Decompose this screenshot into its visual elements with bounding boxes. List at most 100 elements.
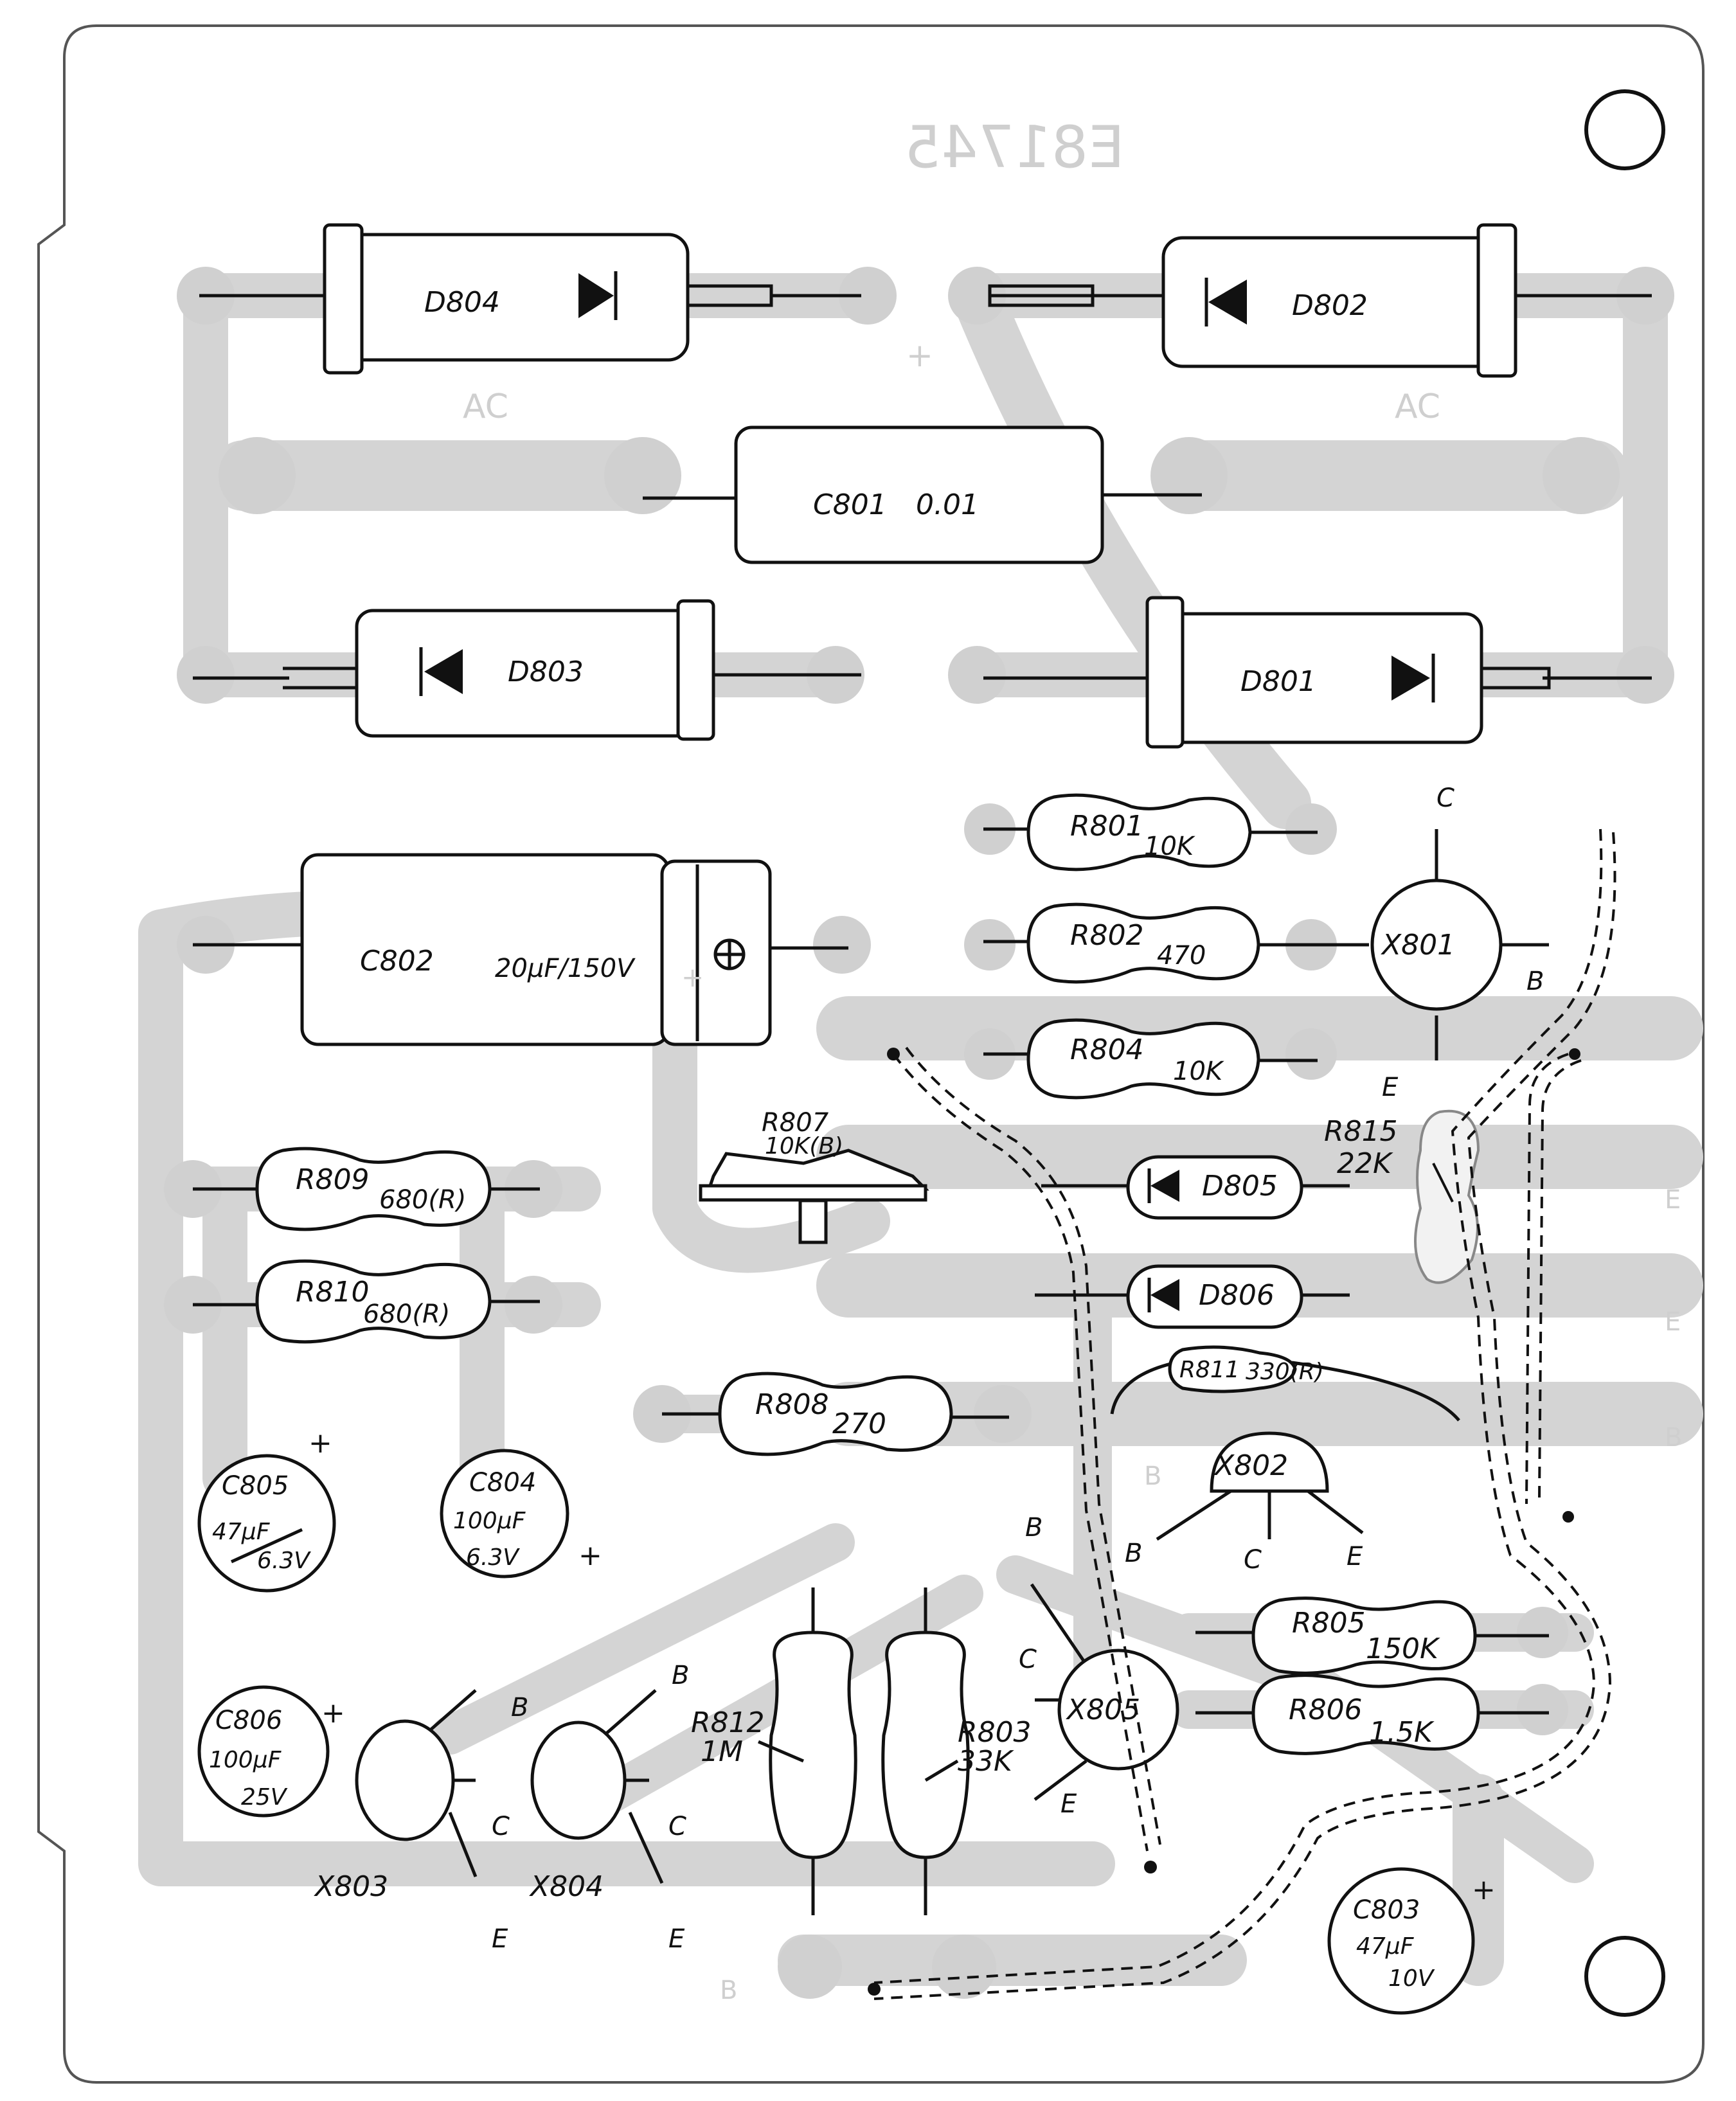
pin-c: C (1244, 1545, 1262, 1575)
label-d802: D802 (1292, 289, 1368, 322)
pin-c: C (492, 1812, 510, 1841)
label-x801: X801 (1381, 929, 1455, 961)
value-r807: 10K(B) (765, 1133, 843, 1159)
mounting-hole-bottom (1584, 1936, 1665, 2017)
capacitor-c805: C805 47μF 6.3V + (197, 1427, 336, 1593)
label-c802: C802 (360, 945, 434, 978)
plus-mark: + (1472, 1873, 1496, 1906)
silkscreen-mark: B (1144, 1462, 1161, 1491)
pin-b: B (511, 1693, 528, 1722)
label-r804: R804 (1070, 1033, 1144, 1066)
pin-e: E (668, 1924, 685, 1954)
resistor-r801: R801 10K (983, 793, 1318, 872)
pin-e: E (492, 1924, 508, 1954)
label-r815: R815 (1324, 1115, 1398, 1148)
capacitor-c806: C806 100μF 25V + (197, 1685, 345, 1818)
value-r812: 1M (701, 1735, 743, 1768)
label-d806: D806 (1199, 1279, 1275, 1312)
label-r806: R806 (1289, 1694, 1363, 1726)
diode-d805: D805 (1041, 1155, 1350, 1220)
resistor-r806: R806 1.5K (1195, 1674, 1549, 1755)
value1-c806: 100μF (209, 1747, 282, 1773)
silkscreen-mark: + (681, 961, 704, 993)
value1-c803: 47μF (1356, 1933, 1415, 1960)
resistor-r811: R811 330(R) (1110, 1345, 1460, 1422)
diode-d804: D804 (199, 223, 861, 375)
resistor-r810: R810 680(R) (193, 1259, 540, 1344)
label-r812: R812 (691, 1706, 765, 1739)
value-r810: 680(R) (363, 1300, 450, 1329)
capacitor-c801: C801 0.01 (643, 425, 1202, 564)
label-r807: R807 (762, 1108, 829, 1138)
label-r803: R803 (958, 1716, 1032, 1749)
diode-d803: D803 (193, 599, 861, 741)
value-r806: 1.5K (1369, 1716, 1435, 1749)
label-d805: D805 (1202, 1170, 1278, 1202)
value-r801: 10K (1144, 832, 1195, 861)
pin-c: C (668, 1812, 686, 1841)
resistor-r804: R804 10K (983, 1018, 1318, 1100)
value-r803: 33K (958, 1745, 1014, 1778)
jumper-wires (868, 828, 1616, 2000)
diode-symbol-icon (1208, 280, 1247, 325)
label-d801: D801 (1240, 665, 1316, 698)
transistor-x804: X804 B C E (529, 1661, 689, 1954)
value-r802: 470 (1157, 941, 1206, 970)
value2-c803: 10V (1388, 1965, 1435, 1992)
plus-mark-top: + (906, 337, 933, 374)
value2-c806: 25V (241, 1784, 288, 1810)
label-r808: R808 (755, 1388, 829, 1421)
label-r801: R801 (1070, 810, 1144, 843)
capacitor-c804: C804 100μF 6.3V + (440, 1449, 602, 1578)
resistor-r805: R805 150K (1195, 1596, 1549, 1675)
label-x803: X803 (314, 1870, 388, 1903)
label-x804: X804 (529, 1870, 604, 1903)
silkscreen-mark: E (1665, 1307, 1681, 1337)
label-c803: C803 (1353, 1895, 1420, 1925)
value-c801: 0.01 (916, 488, 979, 521)
pin-b: B (1125, 1539, 1142, 1568)
capacitor-c803: C803 47μF 10V + (1327, 1867, 1496, 2015)
pads (164, 267, 1674, 1999)
label-r810: R810 (296, 1276, 370, 1309)
pin-b: B (1526, 967, 1544, 996)
silkscreen-ghost-marks: + E E B B B (681, 961, 1682, 2005)
transistor-x805: X805 B C E (1019, 1513, 1179, 1819)
plus-mark: + (321, 1697, 345, 1730)
transistor-x802: X802 B C E (1125, 1431, 1364, 1575)
label-x802: X802 (1213, 1449, 1288, 1482)
transistor-x803: X803 B C E (314, 1689, 528, 1954)
pin-b: B (1025, 1513, 1042, 1542)
value2-c805: 6.3V (257, 1548, 311, 1574)
diode-symbol-icon (424, 649, 463, 694)
value-c802: 20μF/150V (495, 954, 636, 983)
pin-b: B (672, 1661, 689, 1690)
pin-c: C (1436, 783, 1454, 813)
value1-c805: 47μF (212, 1519, 271, 1545)
diode-symbol-icon (578, 273, 614, 318)
value1-c804: 100μF (453, 1508, 526, 1534)
ac-mark-right: AC (1395, 388, 1440, 426)
resistor-r812: R812 1M (691, 1587, 857, 1915)
resistor-r815: R815 22K (1324, 1109, 1480, 1284)
diode-d801: D801 (983, 596, 1652, 749)
pin-c: C (1019, 1645, 1037, 1674)
mounting-hole-top (1584, 89, 1665, 170)
resistor-r803: R803 33K (881, 1587, 1032, 1915)
plus-mark: + (578, 1539, 602, 1572)
capacitor-c802: C802 20μF/150V (193, 853, 848, 1046)
pin-e: E (1382, 1073, 1399, 1102)
diode-symbol-icon (1391, 656, 1430, 701)
label-r802: R802 (1070, 919, 1144, 952)
resistor-r808: R808 270 (662, 1372, 1009, 1456)
silkscreen-mark: B (1665, 1423, 1682, 1453)
label-r811: R811 (1179, 1357, 1240, 1383)
diode-d802: D802 (988, 223, 1652, 378)
silkscreen-mark: B (720, 1976, 737, 2005)
diode-symbol-icon (1150, 1279, 1179, 1311)
label-c806: C806 (215, 1706, 282, 1735)
value-r808: 270 (832, 1408, 886, 1440)
value-r804: 10K (1173, 1057, 1224, 1086)
transistor-x801: X801 C B E (1318, 783, 1549, 1102)
